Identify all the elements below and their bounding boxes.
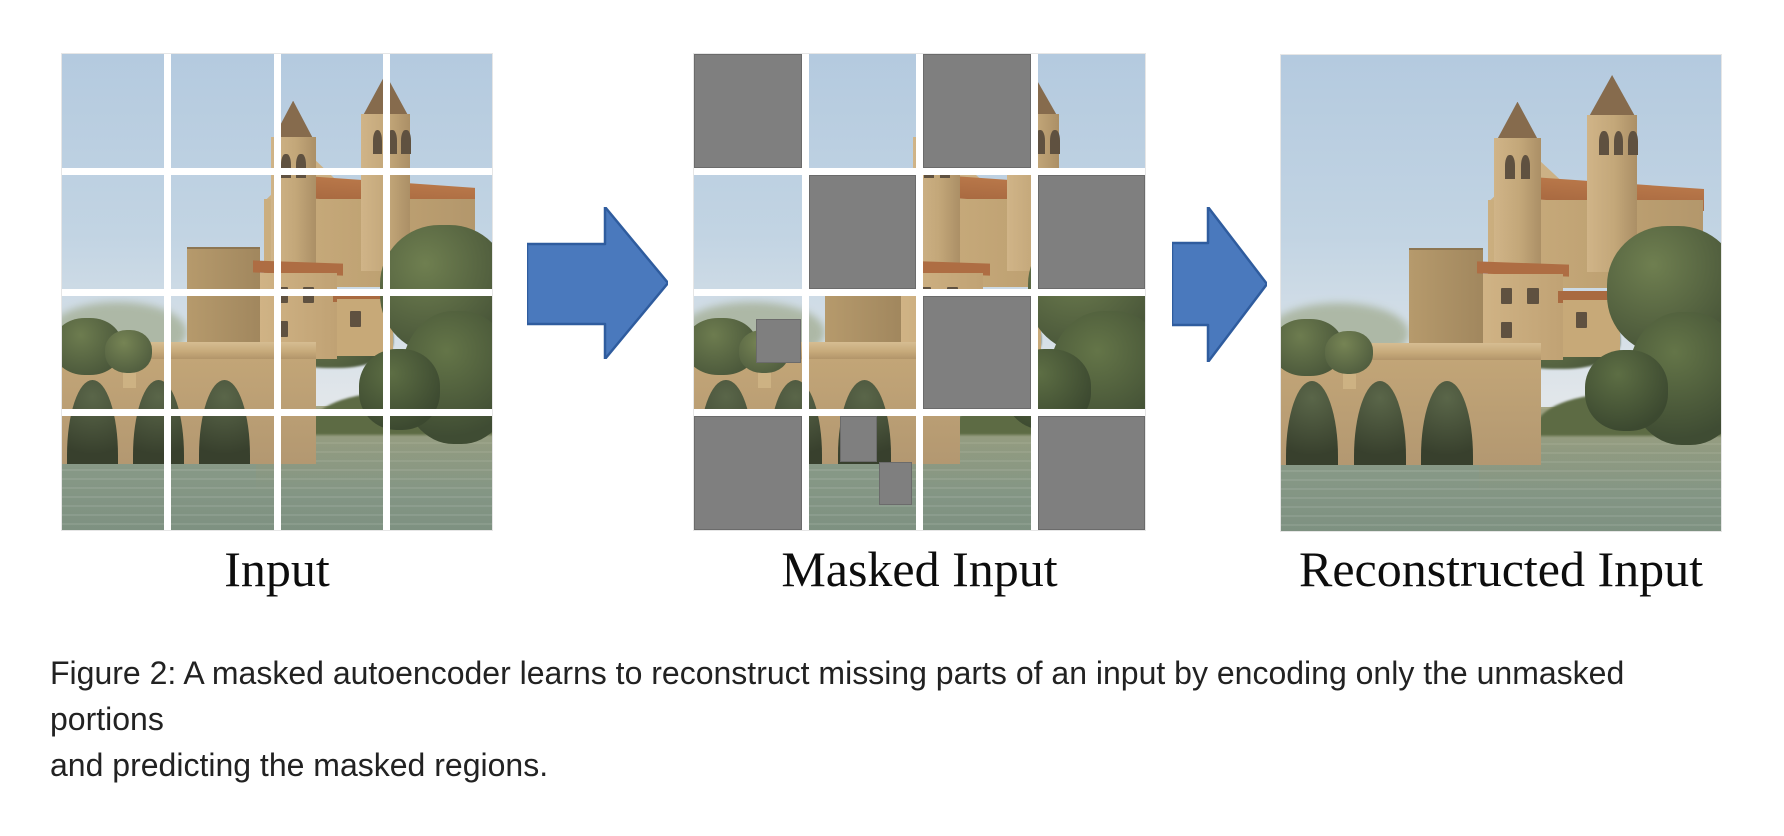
painting-bridge xyxy=(694,359,961,464)
painting-building-window xyxy=(919,320,932,337)
painting-bridge-arch xyxy=(768,380,822,464)
painting-tower-window xyxy=(1034,130,1045,154)
arrow-right-icon xyxy=(527,207,668,359)
painting-tower-window xyxy=(1520,154,1531,179)
painting-bridge-pier xyxy=(122,369,136,389)
arrow-right-icon xyxy=(1172,207,1267,362)
painting-building-roof xyxy=(1558,291,1625,303)
painting-tower-window xyxy=(281,153,291,178)
painting-tower-window xyxy=(372,130,383,154)
painting-building-window xyxy=(302,287,314,304)
painting-scene-slot xyxy=(62,54,492,530)
painting-bridge-arch xyxy=(133,380,184,464)
painting-building-roof xyxy=(332,290,398,302)
painting-bell-tower xyxy=(912,137,961,271)
painting-bridge-arch xyxy=(837,380,891,464)
painting-bridge-arch xyxy=(1421,381,1474,465)
painting-bridge xyxy=(1281,360,1541,465)
painting-trees xyxy=(739,330,789,373)
painting-building-window xyxy=(350,311,362,328)
painting-tower-window xyxy=(1613,131,1624,155)
painting-tower-window xyxy=(1020,130,1030,154)
painting-bell-tower xyxy=(1494,138,1541,272)
painting-building-window xyxy=(1527,288,1539,305)
painting-building xyxy=(186,249,260,359)
painting-building-window xyxy=(919,287,932,304)
painting-building xyxy=(1408,250,1484,360)
painting-bridge-arch xyxy=(1286,381,1339,465)
painting-trees xyxy=(1005,349,1091,431)
panel-label-input: Input xyxy=(224,541,330,597)
painting-tower-window xyxy=(1505,154,1516,179)
painting-scene-slot xyxy=(1281,55,1721,531)
painting-bridge-arch xyxy=(1353,381,1406,465)
painting-tower-window xyxy=(1599,131,1609,155)
painting-tower-window xyxy=(1049,130,1060,154)
painting-building-window xyxy=(277,287,289,304)
painting-tower-window xyxy=(387,130,397,154)
painting-tower-window xyxy=(401,130,411,154)
painting-trees xyxy=(358,349,441,431)
painting-tower-window xyxy=(1628,131,1638,155)
painting-bridge-arch xyxy=(67,380,118,464)
painting-bridge xyxy=(62,359,316,464)
panel-label-reconstructed: Reconstructed Input xyxy=(1298,541,1704,597)
painting-bridge-arch xyxy=(198,380,250,464)
painting-bridge-pier xyxy=(757,369,772,389)
painting-tower-window xyxy=(939,153,950,178)
painting-scene xyxy=(62,54,492,530)
figure-caption-line-2: and predicting the masked regions. xyxy=(50,747,549,783)
figure-caption: Figure 2: A masked autoencoder learns to… xyxy=(50,650,1740,788)
painting-tower-window xyxy=(924,153,934,178)
painting-building-window xyxy=(996,311,1008,328)
painting-bridge-arch xyxy=(699,380,753,464)
painting-scene xyxy=(1281,55,1721,531)
painting-bridge-pier xyxy=(1343,370,1357,390)
painting-scene xyxy=(694,54,1145,530)
panel-label-masked: Masked Input xyxy=(781,541,1058,597)
painting-trees xyxy=(1584,350,1669,432)
figure-panel-input xyxy=(61,53,493,531)
figure-panel-masked xyxy=(693,53,1146,531)
painting-trees xyxy=(105,330,153,373)
painting-scene-slot xyxy=(694,54,1145,530)
painting-building-window xyxy=(1501,288,1513,305)
painting-building-window xyxy=(277,320,289,337)
painting-trees xyxy=(1325,331,1374,374)
figure-panel-reconstructed xyxy=(1280,54,1722,532)
painting-building-window xyxy=(1575,312,1588,329)
painting-building-window xyxy=(1501,321,1513,338)
painting-building-window xyxy=(946,287,959,304)
painting-tower-window xyxy=(296,153,306,178)
painting-bell-tower xyxy=(270,137,316,271)
figure-caption-line-1: Figure 2: A masked autoencoder learns to… xyxy=(50,655,1625,737)
